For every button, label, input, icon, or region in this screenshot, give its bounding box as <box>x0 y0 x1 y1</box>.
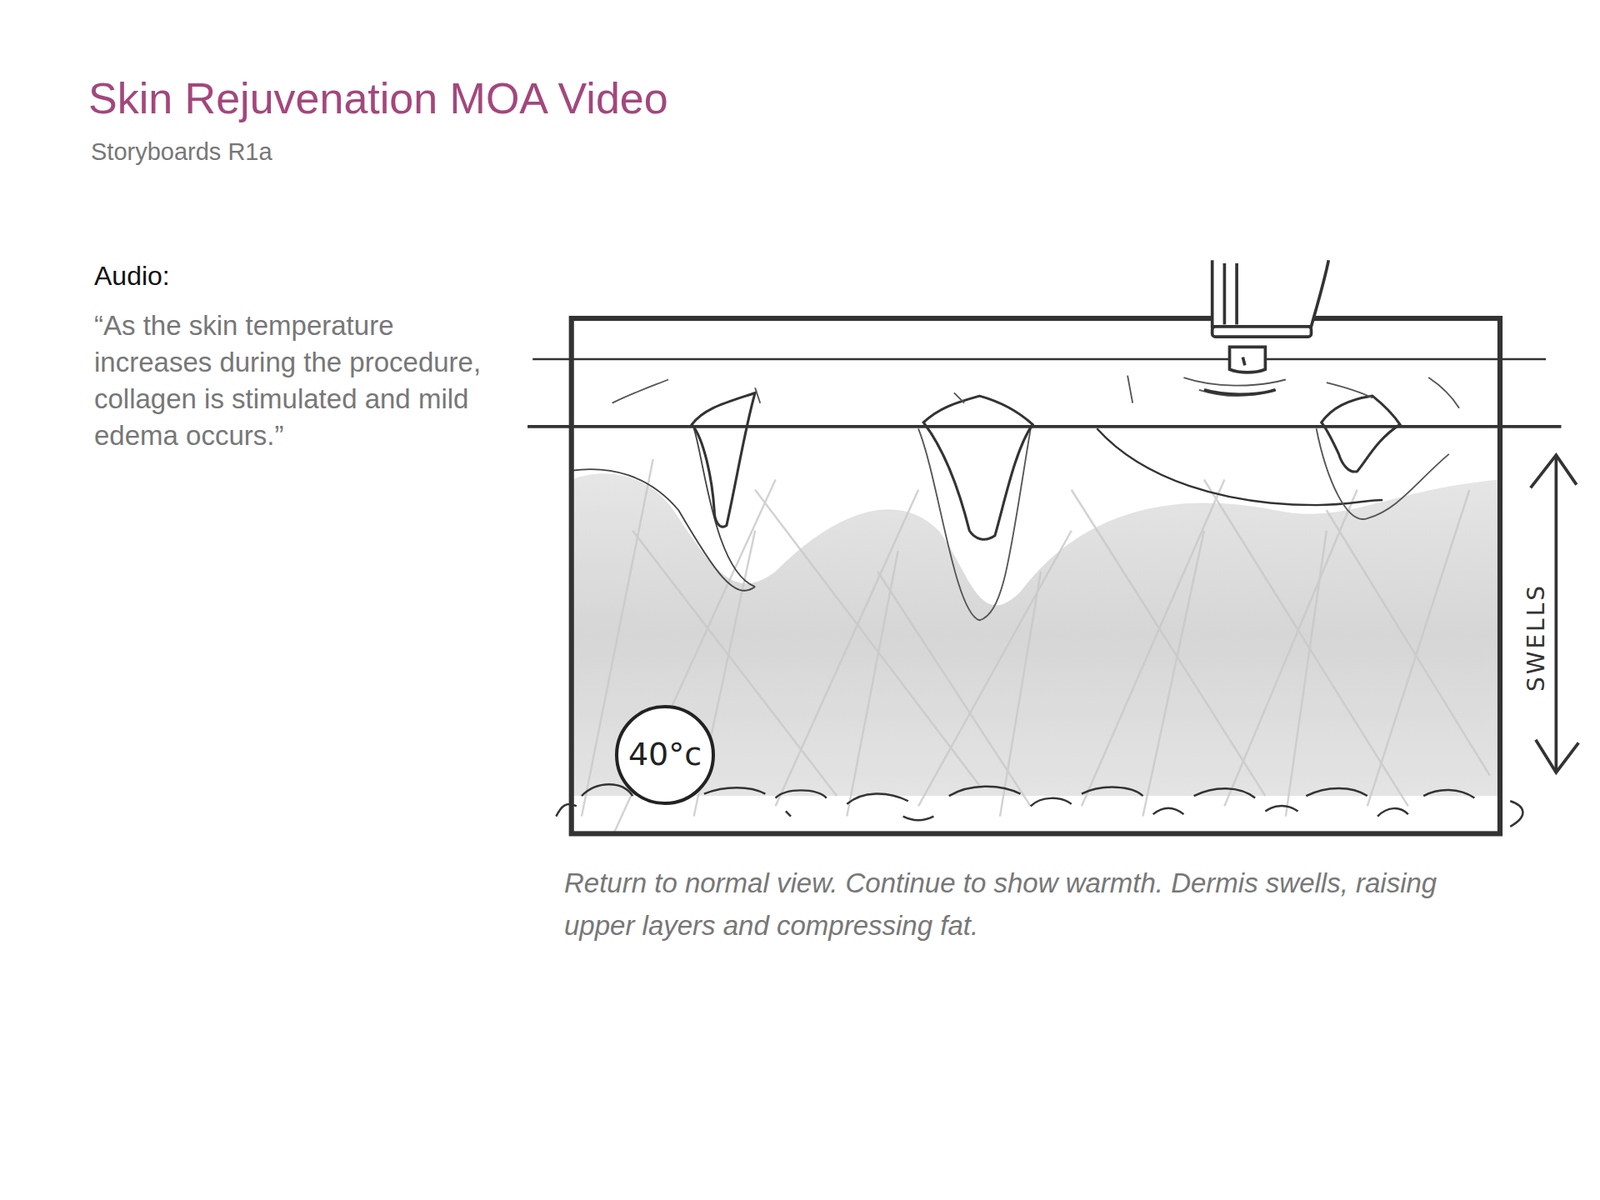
fat-lobules <box>555 784 1523 827</box>
frame <box>571 318 1500 834</box>
audio-script: “As the skin temperature increases durin… <box>94 307 486 455</box>
temperature-badge: 40°c <box>614 704 716 806</box>
page-title: Skin Rejuvenation MOA Video <box>88 73 669 124</box>
rete-ridges <box>691 392 1400 540</box>
swells-label: SWELLS <box>1522 583 1550 692</box>
scene-direction: Return to normal view. Continue to show … <box>564 861 1490 947</box>
dermis-layer <box>571 428 1500 834</box>
audio-heading: Audio: <box>94 260 170 292</box>
handpiece <box>1204 260 1329 395</box>
temperature-value: 40°c <box>628 737 702 773</box>
subtitle: Storyboards R1a <box>90 138 273 166</box>
skin-surface-lines <box>527 359 1561 427</box>
